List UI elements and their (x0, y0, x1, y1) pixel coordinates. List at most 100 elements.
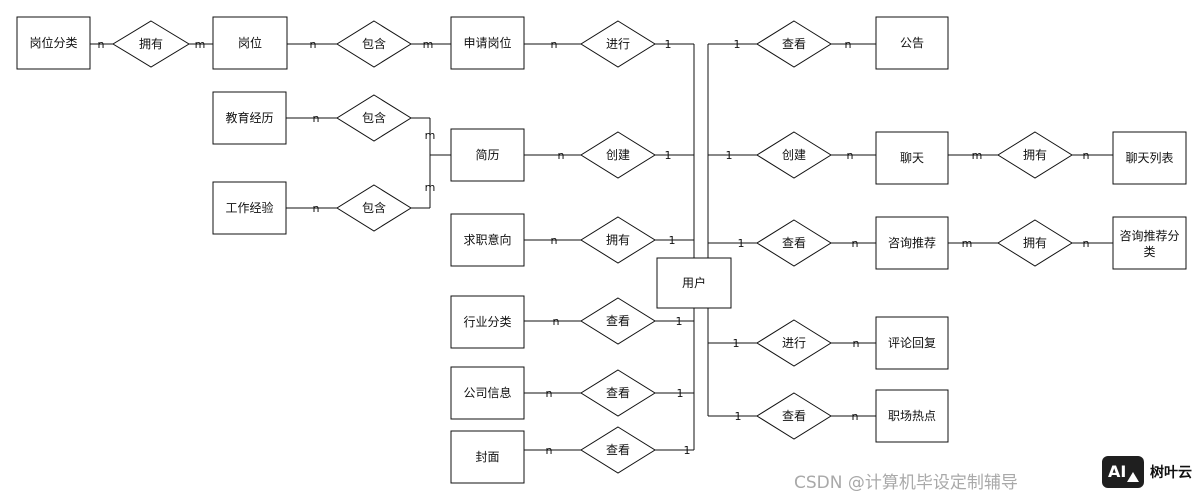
svg-text:拥有: 拥有 (1023, 236, 1047, 250)
svg-text:拥有: 拥有 (606, 233, 630, 247)
rel-chuangjian-jianli: 创建 (580, 131, 656, 179)
svg-text:公告: 公告 (900, 36, 924, 50)
card-n: n (313, 202, 320, 215)
svg-text:类: 类 (1143, 245, 1155, 259)
card-n: n (852, 237, 859, 250)
svg-text:咨询推荐: 咨询推荐 (888, 235, 936, 250)
card-1: 1 (676, 315, 683, 328)
card-n: n (853, 337, 860, 350)
card-n: n (558, 149, 565, 162)
svg-text:教育经历: 教育经历 (225, 110, 273, 125)
rel-yongyou-qiuzhi: 拥有 (580, 216, 656, 264)
entity-gangwei: 岗位 (212, 16, 288, 70)
svg-text:简历: 简历 (475, 148, 499, 162)
card-1: 1 (738, 237, 745, 250)
card-n: n (551, 234, 558, 247)
card-n: n (98, 38, 105, 51)
svg-text:创建: 创建 (782, 148, 806, 162)
svg-text:岗位: 岗位 (238, 35, 262, 50)
card-m: m (195, 38, 206, 51)
card-1: 1 (733, 337, 740, 350)
card-n: n (553, 315, 560, 328)
entity-jiaoyu-jingli: 教育经历 (212, 91, 287, 145)
card-n: n (852, 410, 859, 423)
svg-text:包含: 包含 (362, 36, 386, 51)
entity-gongsi-xinxi: 公司信息 (450, 366, 525, 420)
rel-jinxing-shenqing: 进行 (580, 20, 656, 68)
rel-jinxing-pinglun: 进行 (756, 319, 832, 367)
svg-text:创建: 创建 (606, 148, 630, 162)
card-1: 1 (665, 38, 672, 51)
card-n: n (845, 38, 852, 51)
card-1: 1 (726, 149, 733, 162)
entity-fengmian: 封面 (450, 430, 525, 484)
svg-text:包含: 包含 (362, 110, 386, 125)
entity-zixun-tuijian-fenlei: 咨询推荐分 类 (1112, 216, 1187, 270)
svg-text:工作经验: 工作经验 (225, 200, 273, 215)
entity-yonghu: 用户 (656, 257, 732, 309)
card-n: n (1083, 149, 1090, 162)
card-m: m (425, 129, 436, 142)
svg-text:封面: 封面 (475, 450, 499, 464)
entity-gongzuo-jingyan: 工作经验 (212, 181, 287, 235)
card-1: 1 (734, 38, 741, 51)
rel-yongyou-liaotian-liebiao: 拥有 (997, 131, 1073, 179)
entity-qiuzhi-yixiang: 求职意向 (450, 213, 525, 267)
rel-chakan-hangye: 查看 (580, 297, 656, 345)
rel-yongyou-zixun-fenlei: 拥有 (997, 219, 1073, 267)
svg-text:聊天: 聊天 (900, 151, 924, 165)
entity-gangwei-fenlei: 岗位分类 (16, 16, 91, 70)
svg-text:用户: 用户 (682, 275, 706, 290)
card-n: n (551, 38, 558, 51)
svg-text:职场热点: 职场热点 (888, 409, 936, 423)
watermark-logo: AI 树叶云 (1102, 454, 1198, 492)
entity-jianli: 简历 (450, 128, 525, 182)
cardinality-labels: n m n m n 1 1 n n m m n n 1 1 n m n n 1 … (98, 38, 1090, 457)
card-m: m (962, 237, 973, 250)
watermark-text: CSDN @计算机毕设定制辅导 (794, 473, 1018, 493)
svg-text:公司信息: 公司信息 (463, 385, 511, 400)
card-n: n (847, 149, 854, 162)
card-n: n (546, 387, 553, 400)
entity-hangye-fenlei: 行业分类 (450, 295, 525, 349)
entity-liaotian-liebiao: 聊天列表 (1112, 131, 1187, 185)
rel-chakan-gongsi: 查看 (580, 369, 656, 417)
svg-text:岗位分类: 岗位分类 (29, 35, 77, 50)
card-1: 1 (677, 387, 684, 400)
rel-chakan-zhichang: 查看 (756, 392, 832, 440)
card-n: n (310, 38, 317, 51)
svg-text:拥有: 拥有 (139, 37, 163, 51)
rel-chakan-zixun: 查看 (756, 219, 832, 267)
svg-text:聊天列表: 聊天列表 (1125, 151, 1173, 165)
card-n: n (546, 444, 553, 457)
card-n: n (313, 112, 320, 125)
svg-text:行业分类: 行业分类 (463, 315, 511, 329)
card-m: m (972, 149, 983, 162)
svg-text:评论回复: 评论回复 (888, 336, 936, 350)
entity-shenqing-gangwei: 申请岗位 (450, 16, 525, 70)
entity-gonggao: 公告 (875, 16, 949, 70)
svg-text:包含: 包含 (362, 200, 386, 215)
svg-text:查看: 查看 (782, 37, 806, 51)
entity-pinglun-huifu: 评论回复 (875, 316, 949, 370)
rel-yongyou-gangwei-fenlei: 拥有 (112, 20, 190, 68)
rel-chuangjian-liaotian: 创建 (756, 131, 832, 179)
rel-baohan-gangwei: 包含 (336, 20, 412, 68)
svg-text:查看: 查看 (606, 386, 630, 400)
svg-text:查看: 查看 (606, 314, 630, 328)
ai-logo-icon: AI (1102, 456, 1144, 488)
rel-chakan-gonggao: 查看 (756, 20, 832, 68)
edges (90, 43, 1113, 451)
svg-text:查看: 查看 (782, 409, 806, 423)
svg-text:咨询推荐分: 咨询推荐分 (1119, 228, 1179, 243)
card-1: 1 (684, 444, 691, 457)
rel-baohan-gongzuo: 包含 (336, 184, 412, 232)
card-1: 1 (665, 149, 672, 162)
card-1: 1 (669, 234, 676, 247)
watermark-logo-text: 树叶云 (1150, 465, 1192, 481)
svg-text:拥有: 拥有 (1023, 148, 1047, 162)
entity-zhichang-redian: 职场热点 (875, 389, 949, 443)
rel-chakan-fengmian: 查看 (580, 426, 656, 474)
svg-text:查看: 查看 (606, 443, 630, 457)
